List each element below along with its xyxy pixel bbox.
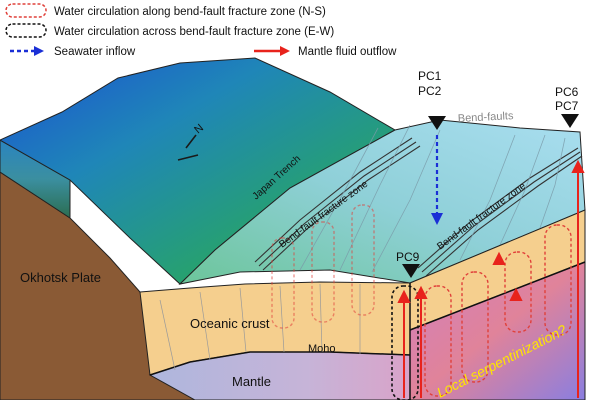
moho-line: [149, 351, 411, 376]
site-pc9-label: PC9: [396, 250, 420, 264]
seafloor-surface: [178, 119, 586, 285]
legend-mantle-arrow-icon: [280, 46, 290, 56]
north-arrow-icon: [177, 134, 199, 161]
block-moho: [409, 261, 586, 331]
site-pc1-label: PC1: [418, 69, 442, 83]
ew-circulation-loop: [391, 285, 419, 400]
seawater-arrow-head: [431, 213, 443, 225]
crust-fault-traces: [159, 283, 361, 371]
bend-faults-label: Bend-faults: [458, 110, 515, 125]
legend-seawater-arrow-icon: [34, 46, 44, 56]
moho-label: Moho: [308, 343, 336, 355]
legend: Water circulation along bend-fault fract…: [5, 3, 397, 58]
okhotsk-plate-label: Okhotsk Plate: [20, 270, 101, 285]
legend-ns-swatch: [5, 3, 47, 18]
oceanic-crust-label: Oceanic crust: [190, 316, 270, 331]
site-pc6-marker: [561, 114, 579, 128]
fracture-zone-lines: [254, 137, 583, 277]
site-pc6-label: PC6: [555, 85, 579, 99]
site-pc1-marker: [428, 116, 446, 130]
legend-ns-label: Water circulation along bend-fault fract…: [54, 6, 326, 18]
ns-circulation-loops: [271, 204, 572, 397]
legend-seawater-label: Seawater inflow: [54, 46, 136, 58]
legend-ew-swatch: [5, 23, 47, 38]
site-pc2-label: PC2: [418, 84, 442, 98]
site-pc9-marker: [402, 264, 420, 278]
site-pc7-label: PC7: [555, 99, 579, 113]
mantle-outflow-arrows: [397, 159, 585, 398]
bend-fault-traces: [299, 124, 566, 273]
mantle-label: Mantle: [232, 374, 271, 389]
legend-mantle-label: Mantle fluid outflow: [298, 46, 397, 58]
legend-ew-label: Water circulation across bend-fault frac…: [54, 26, 334, 38]
